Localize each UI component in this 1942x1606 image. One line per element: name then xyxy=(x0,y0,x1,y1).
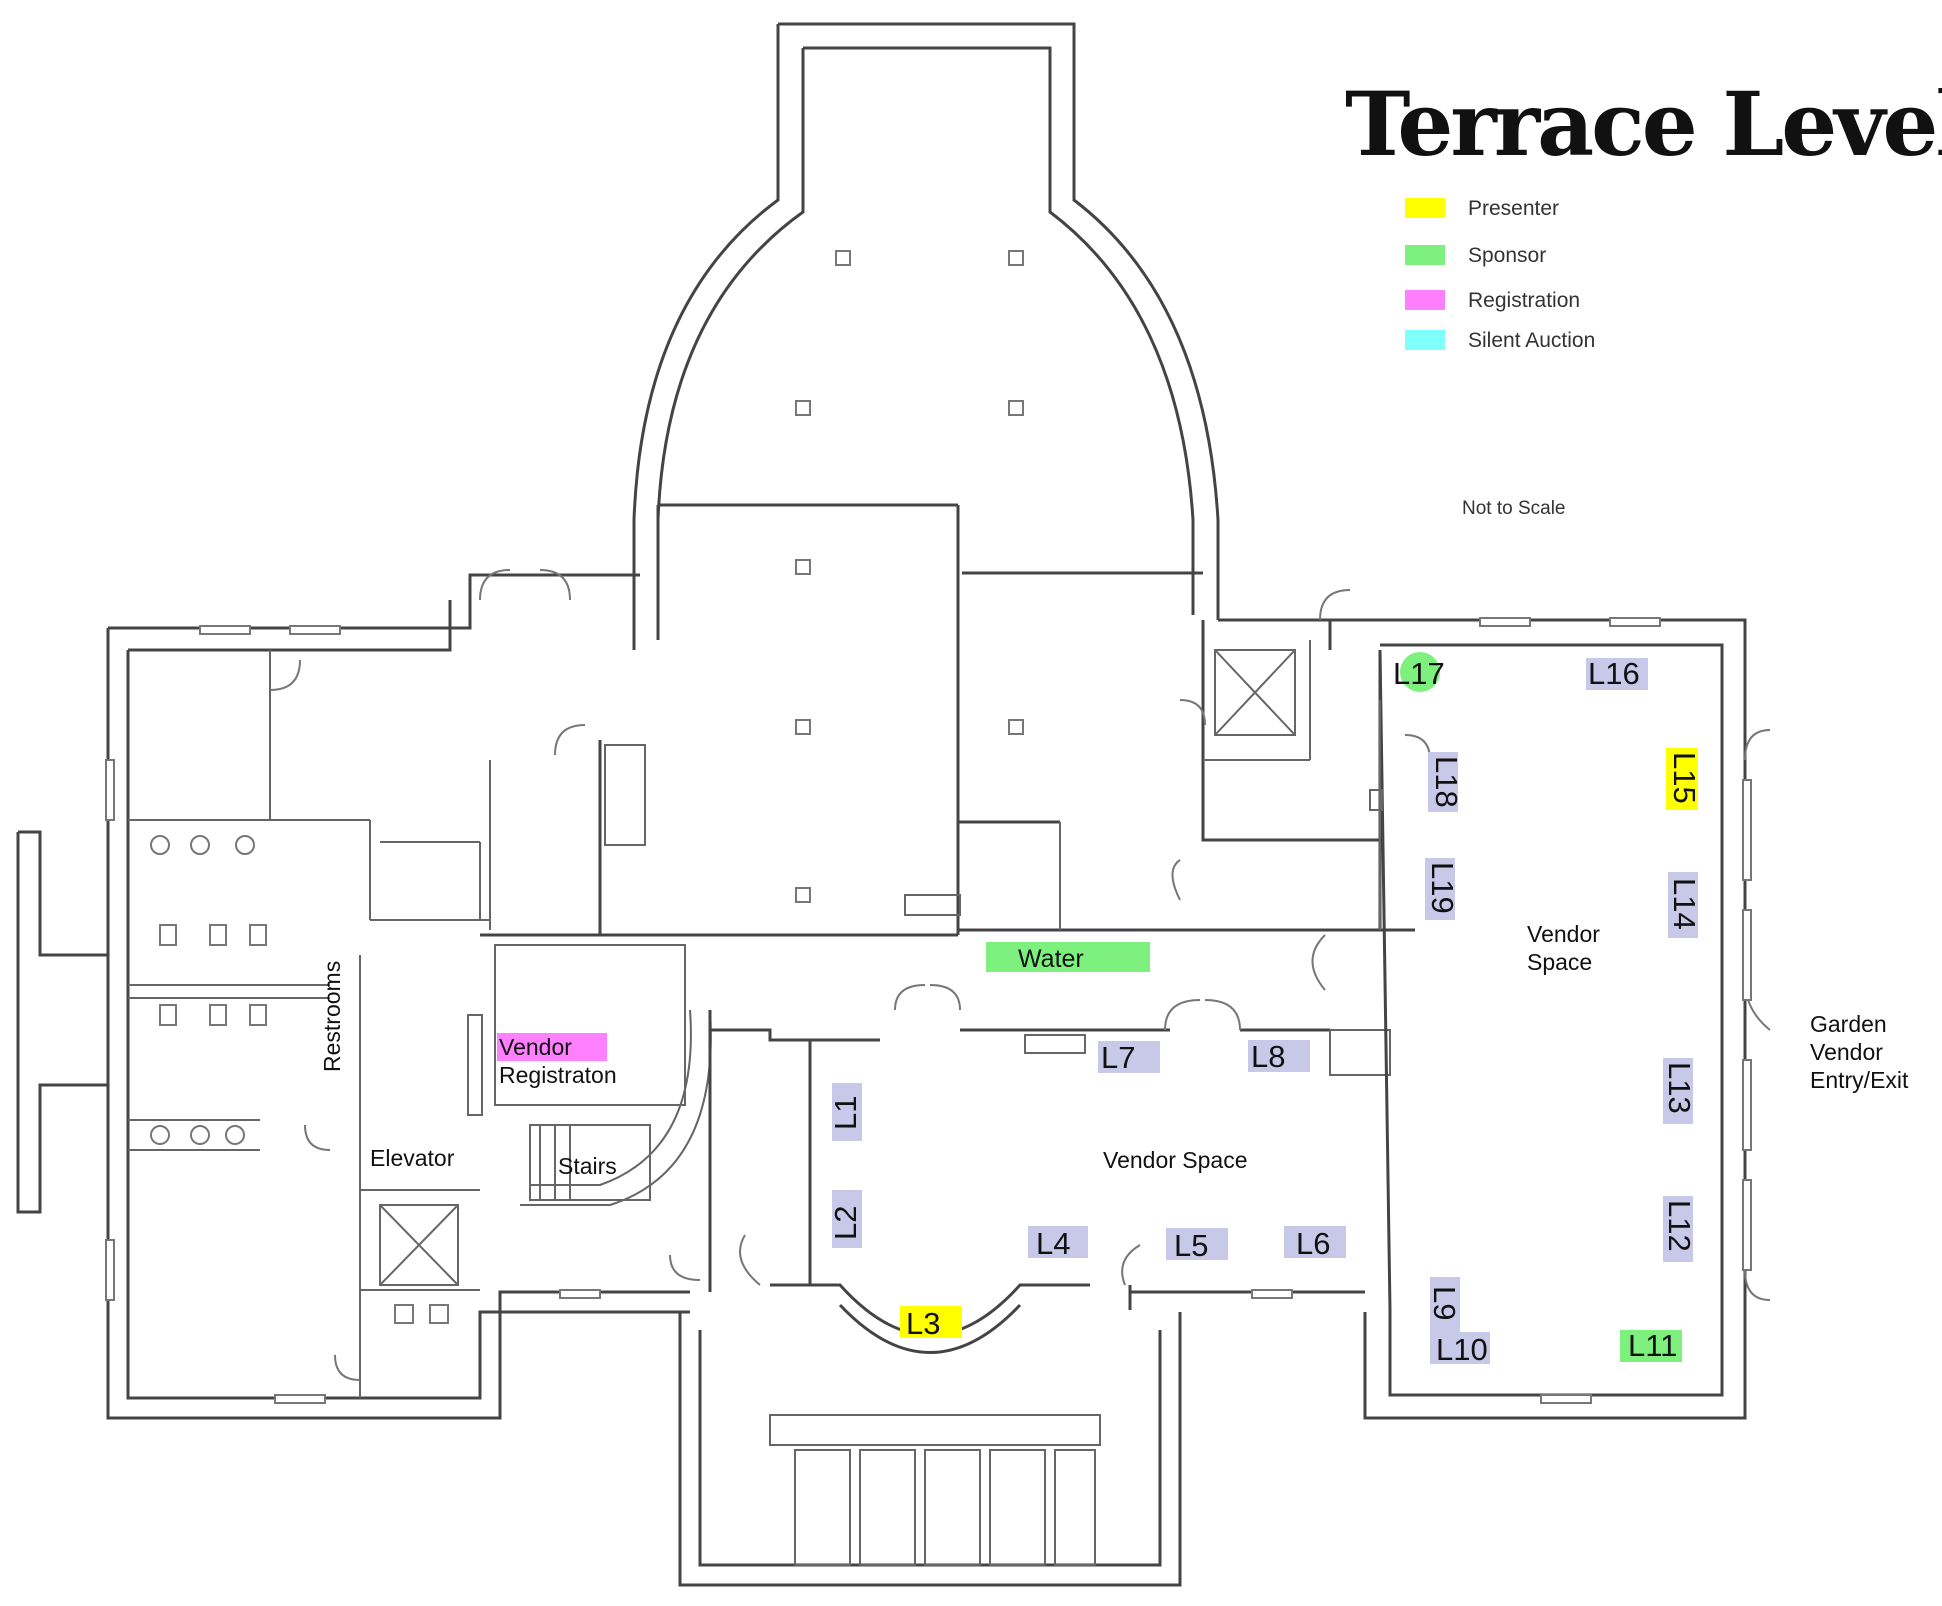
booth-l7[interactable]: L7 xyxy=(1098,1040,1160,1075)
booth-l17-label: L17 xyxy=(1393,656,1445,691)
service-rooms xyxy=(904,618,1415,932)
east-wing xyxy=(1330,618,1747,1420)
restrooms-label: Restrooms xyxy=(319,961,345,1072)
booth-l6-label: L6 xyxy=(1296,1226,1330,1261)
booth-l19-label: L19 xyxy=(1425,862,1460,914)
booth-l6[interactable]: L6 xyxy=(1284,1226,1346,1261)
rotunda xyxy=(632,22,1220,935)
booth-l12-label: L12 xyxy=(1662,1200,1697,1252)
elevator-label: Elevator xyxy=(370,1145,455,1171)
booth-l9[interactable]: L9 xyxy=(1427,1277,1462,1335)
west-wing xyxy=(16,573,690,1420)
booth-l13-label: L13 xyxy=(1662,1062,1697,1114)
vendor-registration-label-2: Registraton xyxy=(499,1062,617,1088)
elevator-shaft xyxy=(379,1204,459,1286)
booth-l8[interactable]: L8 xyxy=(1248,1039,1310,1074)
booth-l14-label: L14 xyxy=(1667,878,1702,930)
booth-l3-label: L3 xyxy=(906,1306,940,1341)
booth-l10-label: L10 xyxy=(1436,1332,1488,1367)
restroom-fixtures xyxy=(150,835,449,1324)
vendor-registration-label-1: Vendor xyxy=(499,1034,572,1060)
booth-l5-label: L5 xyxy=(1174,1228,1208,1263)
legend-swatch-silent-auction xyxy=(1405,330,1445,350)
booth-l2[interactable]: L2 xyxy=(828,1190,863,1248)
map-title: Terrace Level xyxy=(1345,72,1942,176)
booth-l11[interactable]: L11 xyxy=(1620,1328,1682,1363)
vendor-space-east-label-1: Vendor xyxy=(1527,921,1600,947)
booth-l3[interactable]: L3 xyxy=(900,1306,962,1341)
booth-l2-label: L2 xyxy=(828,1206,863,1240)
booth-l19[interactable]: L19 xyxy=(1425,858,1460,920)
vendor-space-east-label-2: Space xyxy=(1527,949,1592,975)
windows xyxy=(105,617,1752,1404)
booth-l18-label: L18 xyxy=(1429,756,1464,808)
booth-l15[interactable]: L15 xyxy=(1666,748,1702,810)
booth-l15-label: L15 xyxy=(1667,752,1702,804)
booth-l18[interactable]: L18 xyxy=(1428,752,1464,812)
legend-swatch-presenter xyxy=(1405,198,1445,218)
booth-l17[interactable]: L17 xyxy=(1393,652,1445,692)
booth-l4[interactable]: L4 xyxy=(1028,1226,1088,1261)
garden-entry-label-3: Entry/Exit xyxy=(1810,1067,1909,1093)
stairs-label: Stairs xyxy=(558,1153,617,1179)
booth-l11-label: L11 xyxy=(1628,1328,1677,1363)
vendor-space-label: Vendor Space xyxy=(1103,1147,1248,1173)
booth-l9-label: L9 xyxy=(1427,1286,1462,1320)
legend-label-presenter: Presenter xyxy=(1468,197,1559,220)
legend: Presenter Sponsor Registration Silent Au… xyxy=(1405,197,1595,352)
rotunda-columns xyxy=(795,250,1024,903)
booth-l1[interactable]: L1 xyxy=(828,1083,863,1141)
booth-l16[interactable]: L16 xyxy=(1586,656,1648,691)
legend-swatch-sponsor xyxy=(1405,245,1445,265)
legend-label-silent-auction: Silent Auction xyxy=(1468,329,1595,352)
booth-l8-label: L8 xyxy=(1251,1039,1285,1074)
water-station-highlight xyxy=(986,942,1150,972)
booth-l14[interactable]: L14 xyxy=(1667,872,1702,938)
garden-entry-label-2: Vendor xyxy=(1810,1039,1883,1065)
scale-note: Not to Scale xyxy=(1462,498,1566,519)
booth-l16-label: L16 xyxy=(1588,656,1640,691)
legend-swatch-registration xyxy=(1405,290,1445,310)
booth-l13[interactable]: L13 xyxy=(1662,1058,1697,1124)
booth-l12[interactable]: L12 xyxy=(1662,1196,1697,1262)
booth-l4-label: L4 xyxy=(1036,1226,1070,1261)
booth-tags: L1 L2 L3 L4 L5 L6 L7 L8 L9 L10 L11 L12 L… xyxy=(828,652,1702,1367)
garden-entry-label-1: Garden xyxy=(1810,1011,1887,1037)
south-porch xyxy=(678,1312,1182,1587)
booth-l7-label: L7 xyxy=(1101,1040,1135,1075)
booth-l5[interactable]: L5 xyxy=(1166,1228,1228,1263)
legend-label-registration: Registration xyxy=(1468,289,1580,312)
vendor-registration-highlight xyxy=(497,1033,607,1061)
central-core xyxy=(467,740,958,1292)
water-station-label: Water xyxy=(1018,945,1084,973)
legend-label-sponsor: Sponsor xyxy=(1468,244,1546,267)
booth-l10[interactable]: L10 xyxy=(1430,1332,1490,1367)
booth-l1-label: L1 xyxy=(828,1096,863,1130)
